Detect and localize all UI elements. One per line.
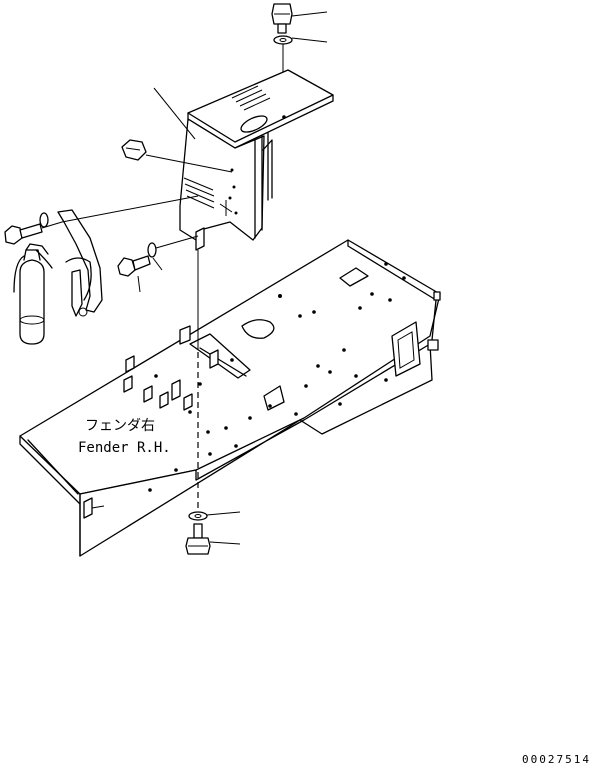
bottom-bolt xyxy=(185,523,241,555)
lower-bolt xyxy=(117,255,151,277)
lower-washer xyxy=(147,242,157,258)
nut xyxy=(121,139,233,173)
lower-bolt-leader xyxy=(137,275,141,293)
top-bolt xyxy=(271,3,328,34)
extinguisher-band xyxy=(57,209,103,317)
lower-washer-leader xyxy=(152,257,163,271)
fender-rh xyxy=(19,239,441,557)
fender-label-jp: フェンダ右 xyxy=(85,418,155,434)
top-washer xyxy=(273,35,328,45)
fender-label-en: Fender R.H. xyxy=(78,440,171,456)
bottom-washer xyxy=(188,511,241,521)
strap-washer xyxy=(39,212,49,228)
lower-bolt-axis xyxy=(155,235,199,249)
strap-bolt xyxy=(4,221,63,245)
drawing-number: 00027514 xyxy=(522,753,591,766)
strap-bolt-axis xyxy=(61,195,199,223)
bracket xyxy=(179,69,334,251)
bracket-leader xyxy=(153,87,196,140)
fire-extinguisher xyxy=(13,243,53,345)
